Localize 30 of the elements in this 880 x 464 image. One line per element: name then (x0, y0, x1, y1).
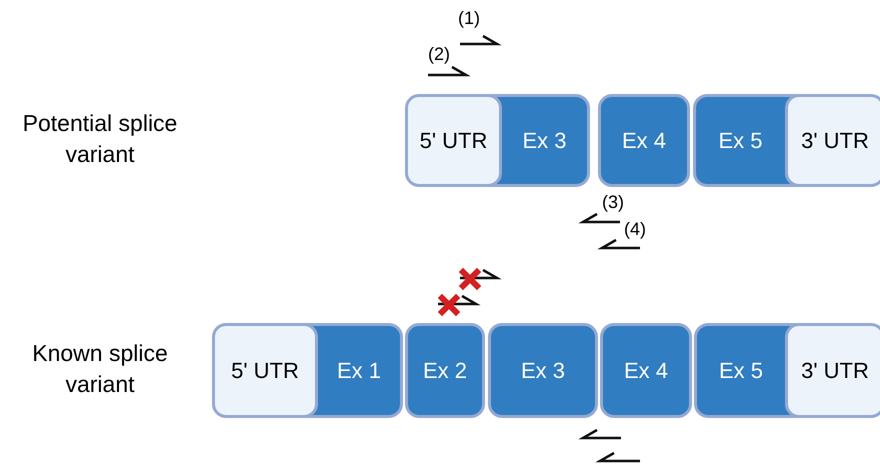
primer-number: (2) (427, 44, 451, 64)
exon-segment (694, 323, 785, 418)
variant-label: Known splice variant (31, 339, 169, 399)
utr-segment (785, 323, 880, 418)
exon-segment (693, 94, 785, 187)
segment-label: 3' UTR (801, 357, 869, 385)
utr-segment (785, 94, 880, 187)
segment-label: Ex 1 (336, 357, 382, 385)
variant-label: Potential splice variant (22, 109, 178, 169)
exon-segment (600, 323, 692, 418)
primer-number: (4) (623, 219, 647, 239)
exon-segment (598, 94, 690, 187)
segment-label: Ex 3 (520, 357, 566, 385)
primer-number: (1) (457, 8, 481, 28)
segment-label: Ex 4 (622, 127, 666, 155)
exon-segment (405, 323, 485, 418)
segment-label: Ex 3 (522, 127, 567, 155)
exon-segment (502, 94, 590, 187)
segment-label: Ex 5 (718, 357, 764, 385)
utr-segment (405, 94, 502, 187)
exon-segment (318, 323, 403, 418)
segment-label: 3' UTR (801, 127, 869, 155)
segment-label: Ex 5 (718, 127, 763, 155)
utr-segment (212, 323, 318, 418)
segment-label: 5' UTR (231, 357, 299, 385)
segment-label: 5' UTR (420, 127, 488, 155)
segment-label: Ex 4 (624, 357, 668, 385)
exon-segment (488, 323, 598, 418)
segment-label: Ex 2 (422, 357, 468, 385)
primer-number: (3) (601, 192, 625, 212)
